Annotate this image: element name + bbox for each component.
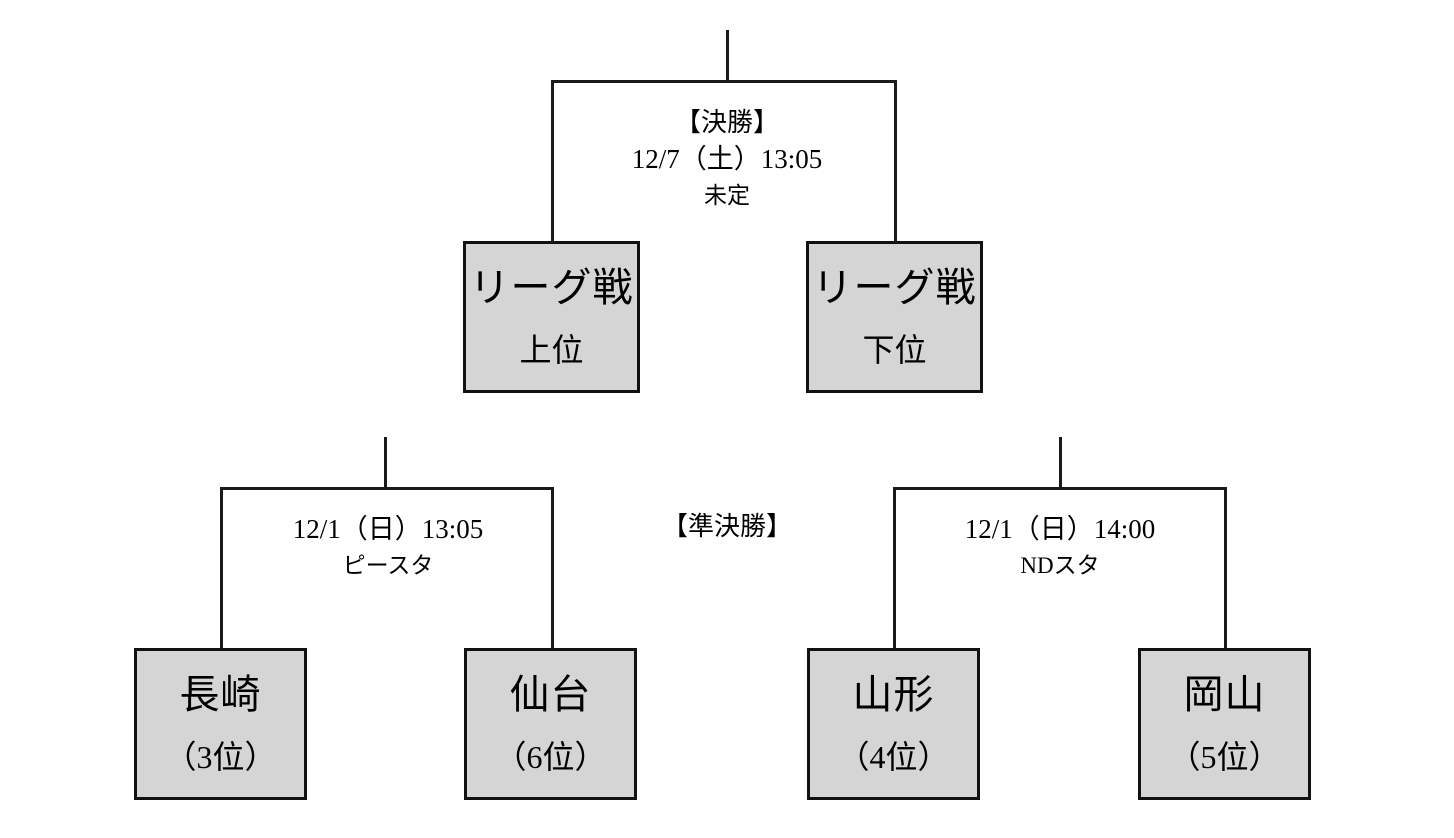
team-box-sendai-rank: （6位）	[494, 739, 607, 775]
semifinal-right-venue: NDスタ	[1020, 553, 1100, 579]
final-slot-league-lower-name: リーグ戦	[812, 265, 977, 310]
final-slot-league-lower[interactable]: リーグ戦 下位	[806, 241, 983, 393]
team-box-yamagata-name: 山形	[852, 672, 935, 717]
final-champion-stem	[726, 30, 729, 83]
semifinal-left-datetime: 12/1（日）13:05	[292, 514, 484, 544]
team-box-nagasaki-rank: （3位）	[164, 739, 277, 775]
team-box-yamagata-rank: （4位）	[837, 739, 950, 775]
semifinal-right-connector-horizontal	[893, 487, 1227, 490]
team-box-yamagata[interactable]: 山形 （4位）	[807, 648, 980, 800]
team-box-okayama-rank: （5位）	[1168, 739, 1281, 775]
semifinal-left-team1-drop	[220, 487, 223, 650]
final-round-label: 【決勝】	[674, 108, 779, 137]
semifinal-right-winner-stem	[1059, 437, 1062, 490]
semifinal-right-match-info: 12/1（日）14:00 NDスタ	[915, 510, 1205, 582]
semifinal-left-venue: ピースタ	[342, 553, 434, 579]
team-box-nagasaki-name: 長崎	[179, 672, 262, 717]
semifinal-left-connector-horizontal	[220, 487, 554, 490]
team-box-okayama[interactable]: 岡山 （5位）	[1138, 648, 1311, 800]
final-datetime: 12/7（土）13:05	[631, 144, 823, 175]
semifinal-right-team2-drop	[1224, 487, 1227, 650]
semifinal-left-match-info: 12/1（日）13:05 ピースタ	[243, 510, 533, 582]
team-box-sendai-name: 仙台	[509, 672, 592, 717]
semifinal-left-winner-stem	[384, 437, 387, 490]
final-slot-league-upper-name: リーグ戦	[469, 265, 634, 310]
final-slot-league-upper[interactable]: リーグ戦 上位	[463, 241, 640, 393]
semifinal-left-team2-drop	[551, 487, 554, 650]
semifinal-right-team1-drop	[893, 487, 896, 650]
team-box-okayama-name: 岡山	[1183, 672, 1266, 717]
final-connector-horizontal	[551, 80, 897, 83]
final-slot-league-lower-sub: 下位	[862, 332, 927, 368]
final-slot-league-upper-sub: 上位	[519, 332, 584, 368]
final-right-drop	[894, 80, 897, 243]
final-left-drop	[551, 80, 554, 243]
semifinal-right-datetime: 12/1（日）14:00	[964, 514, 1156, 544]
semifinal-round-label: 【準決勝】	[661, 512, 792, 541]
team-box-nagasaki[interactable]: 長崎 （3位）	[134, 648, 307, 800]
team-box-sendai[interactable]: 仙台 （6位）	[464, 648, 637, 800]
final-match-info: 【決勝】 12/7（土）13:05 未定	[577, 105, 877, 213]
final-venue: 未定	[704, 183, 750, 209]
